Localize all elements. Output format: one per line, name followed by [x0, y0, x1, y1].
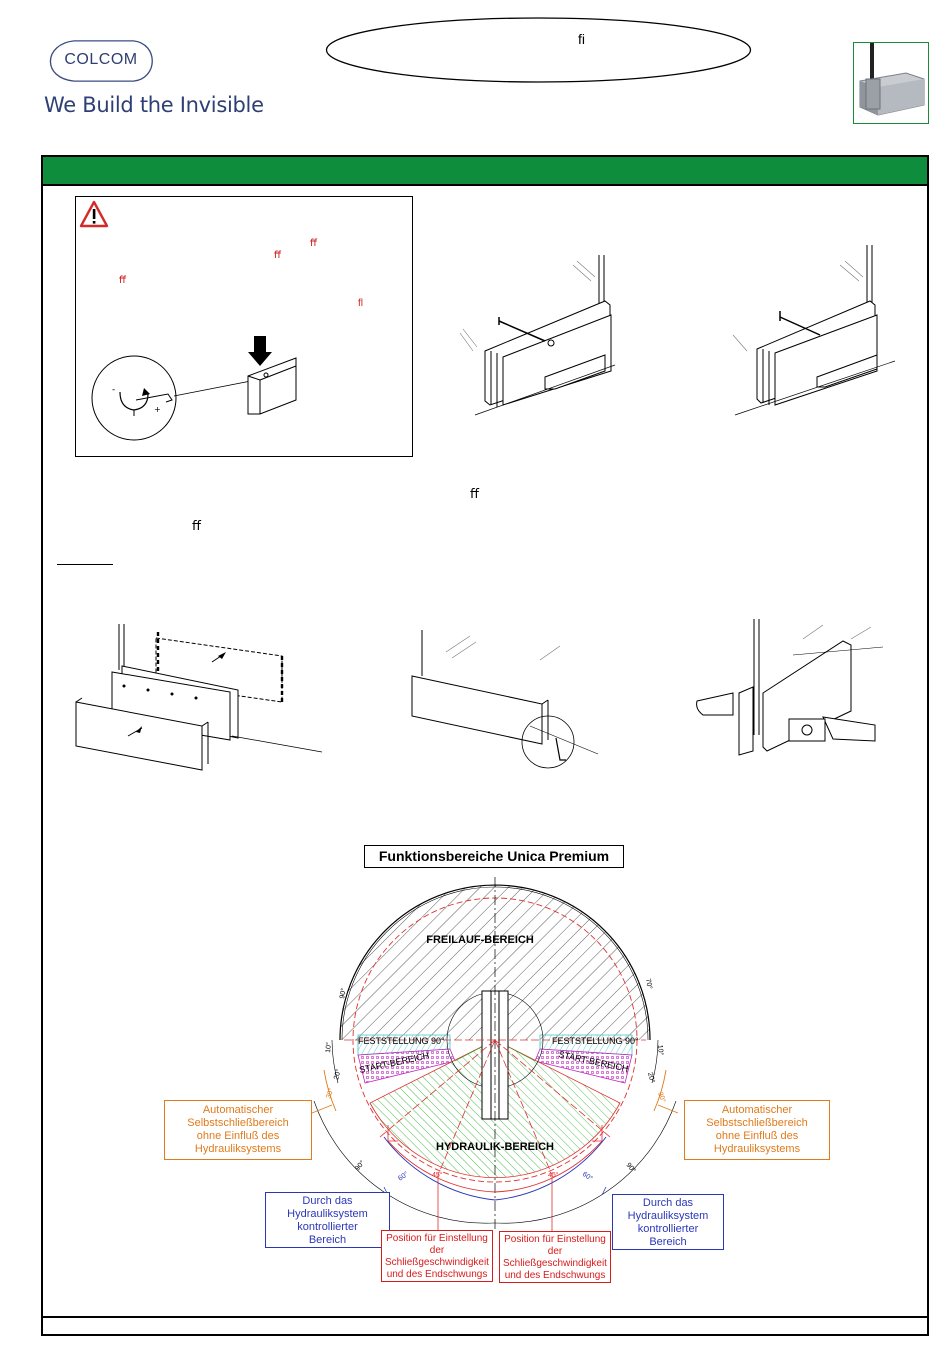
zone-freilauf: FREILAUF-BEREICH	[426, 934, 534, 946]
function-range-diagram: FREILAUF-BEREICH FESTSTELLUNG 90° FESTST…	[311, 877, 679, 1231]
warning-glyph-2: ﬀ	[274, 250, 281, 261]
warning-box	[75, 196, 413, 457]
callout-auto-right: Automatischer Selbstschließbereich ohne …	[684, 1100, 830, 1160]
body-glyph-2: ﬀ	[192, 518, 201, 533]
callout-line: Selbstschließbereich	[706, 1117, 808, 1129]
content-frame	[41, 155, 929, 1336]
angle-pos-left: 45°	[432, 1171, 443, 1179]
callout-line: Schließgeschwindigkeit	[503, 1258, 607, 1269]
cover-screw-drawing	[411, 630, 599, 769]
callout-auto-left: Automatischer Selbstschließbereich ohne …	[164, 1100, 312, 1160]
section-header-bar	[43, 157, 927, 186]
body-glyph-1: ﬀ	[470, 486, 479, 501]
callout-hydraulic-left: Durch das Hydrauliksystem kontrollierter…	[265, 1192, 390, 1248]
floor-hinge-installed-drawing	[696, 619, 884, 756]
angle-start-left: 20°	[332, 1068, 343, 1080]
callout-line: der	[429, 1245, 445, 1256]
product-image	[859, 43, 925, 116]
callout-hydraulic-right: Durch das Hydrauliksystem kontrollierter…	[612, 1194, 724, 1250]
angle-start-right: 20°	[646, 1071, 657, 1083]
callout-line: Hydrauliksystems	[194, 1143, 282, 1155]
angle-auto-right: 30°	[656, 1091, 667, 1104]
callout-line: Position für Einstellung	[386, 1233, 488, 1244]
svg-text:-: -	[112, 385, 115, 395]
hinge-drawing-right	[732, 245, 896, 416]
title-ellipse	[325, 17, 752, 83]
callout-line: und des Endschwungs	[386, 1269, 488, 1280]
callout-line: Durch das	[302, 1195, 353, 1207]
warning-triangle-icon	[79, 200, 109, 228]
heading-underline	[57, 564, 113, 565]
angle-hyd-right: 90°	[624, 1161, 637, 1174]
diagram-title: Funktionsbereiche Unica Premium	[364, 845, 624, 868]
allen-key-detail-drawing: - +	[91, 336, 297, 441]
callout-line: Bereich	[649, 1236, 687, 1248]
callout-position-left: Position für Einstellung der Schließgesc…	[381, 1230, 493, 1282]
angle-auto-left: 30°	[324, 1087, 335, 1100]
callout-line: Selbstschließbereich	[187, 1117, 289, 1129]
zone-feststellung-right: FESTSTELLUNG 90°	[552, 1036, 639, 1046]
angle-pos-right: 45°	[548, 1171, 559, 1179]
callout-line: Hydrauliksystem	[287, 1208, 368, 1220]
angle-mid-left: 10°	[324, 1042, 333, 1053]
angle-hyd-left: 90°	[353, 1159, 366, 1172]
angle-mid-right: 10°	[656, 1044, 665, 1055]
callout-line: ohne Einfluß des	[196, 1130, 280, 1142]
colcom-logo	[49, 40, 153, 82]
callout-line: Automatischer	[721, 1104, 793, 1116]
callout-line: kontrollierter	[637, 1223, 699, 1235]
callout-line: und des Endschwungs	[504, 1270, 606, 1281]
angle-inner-right: 60°	[581, 1170, 594, 1183]
angle-inner-left: 60°	[397, 1170, 410, 1183]
warning-glyph-4: ﬂ	[358, 298, 363, 309]
footer-divider	[43, 1316, 927, 1318]
callout-line: ohne Einfluß des	[715, 1130, 799, 1142]
title-glyph: ﬁ	[578, 31, 585, 47]
angle-top-right: 70°	[644, 978, 654, 990]
hinge-drawing-left	[459, 255, 616, 416]
logo-text: COLCOM	[64, 51, 138, 68]
tagline: We Build the Invisible	[44, 93, 264, 117]
warning-glyph-1: ﬀ	[310, 238, 317, 249]
callout-line: Hydrauliksystem	[627, 1210, 709, 1222]
callout-line: Automatischer	[202, 1104, 274, 1116]
zone-feststellung-left: FESTSTELLUNG 90°	[358, 1036, 445, 1046]
svg-text:+: +	[154, 405, 161, 414]
callout-position-right: Position für Einstellung der Schließgesc…	[499, 1231, 611, 1283]
product-thumbnail	[853, 42, 929, 124]
callout-line: Position für Einstellung	[504, 1234, 606, 1245]
angle-top-left: 90°	[338, 987, 348, 999]
cover-plate-drawing	[75, 624, 323, 771]
callout-line: der	[547, 1246, 563, 1257]
warning-glyph-3: ﬀ	[119, 275, 126, 286]
zone-hydraulik: HYDRAULIK-BEREICH	[436, 1141, 554, 1153]
callout-line: Bereich	[308, 1234, 347, 1246]
callout-line: Schließgeschwindigkeit	[385, 1257, 489, 1268]
callout-line: kontrollierter	[297, 1221, 358, 1233]
callout-line: Durch das	[642, 1197, 694, 1209]
callout-line: Hydrauliksystems	[713, 1143, 801, 1155]
